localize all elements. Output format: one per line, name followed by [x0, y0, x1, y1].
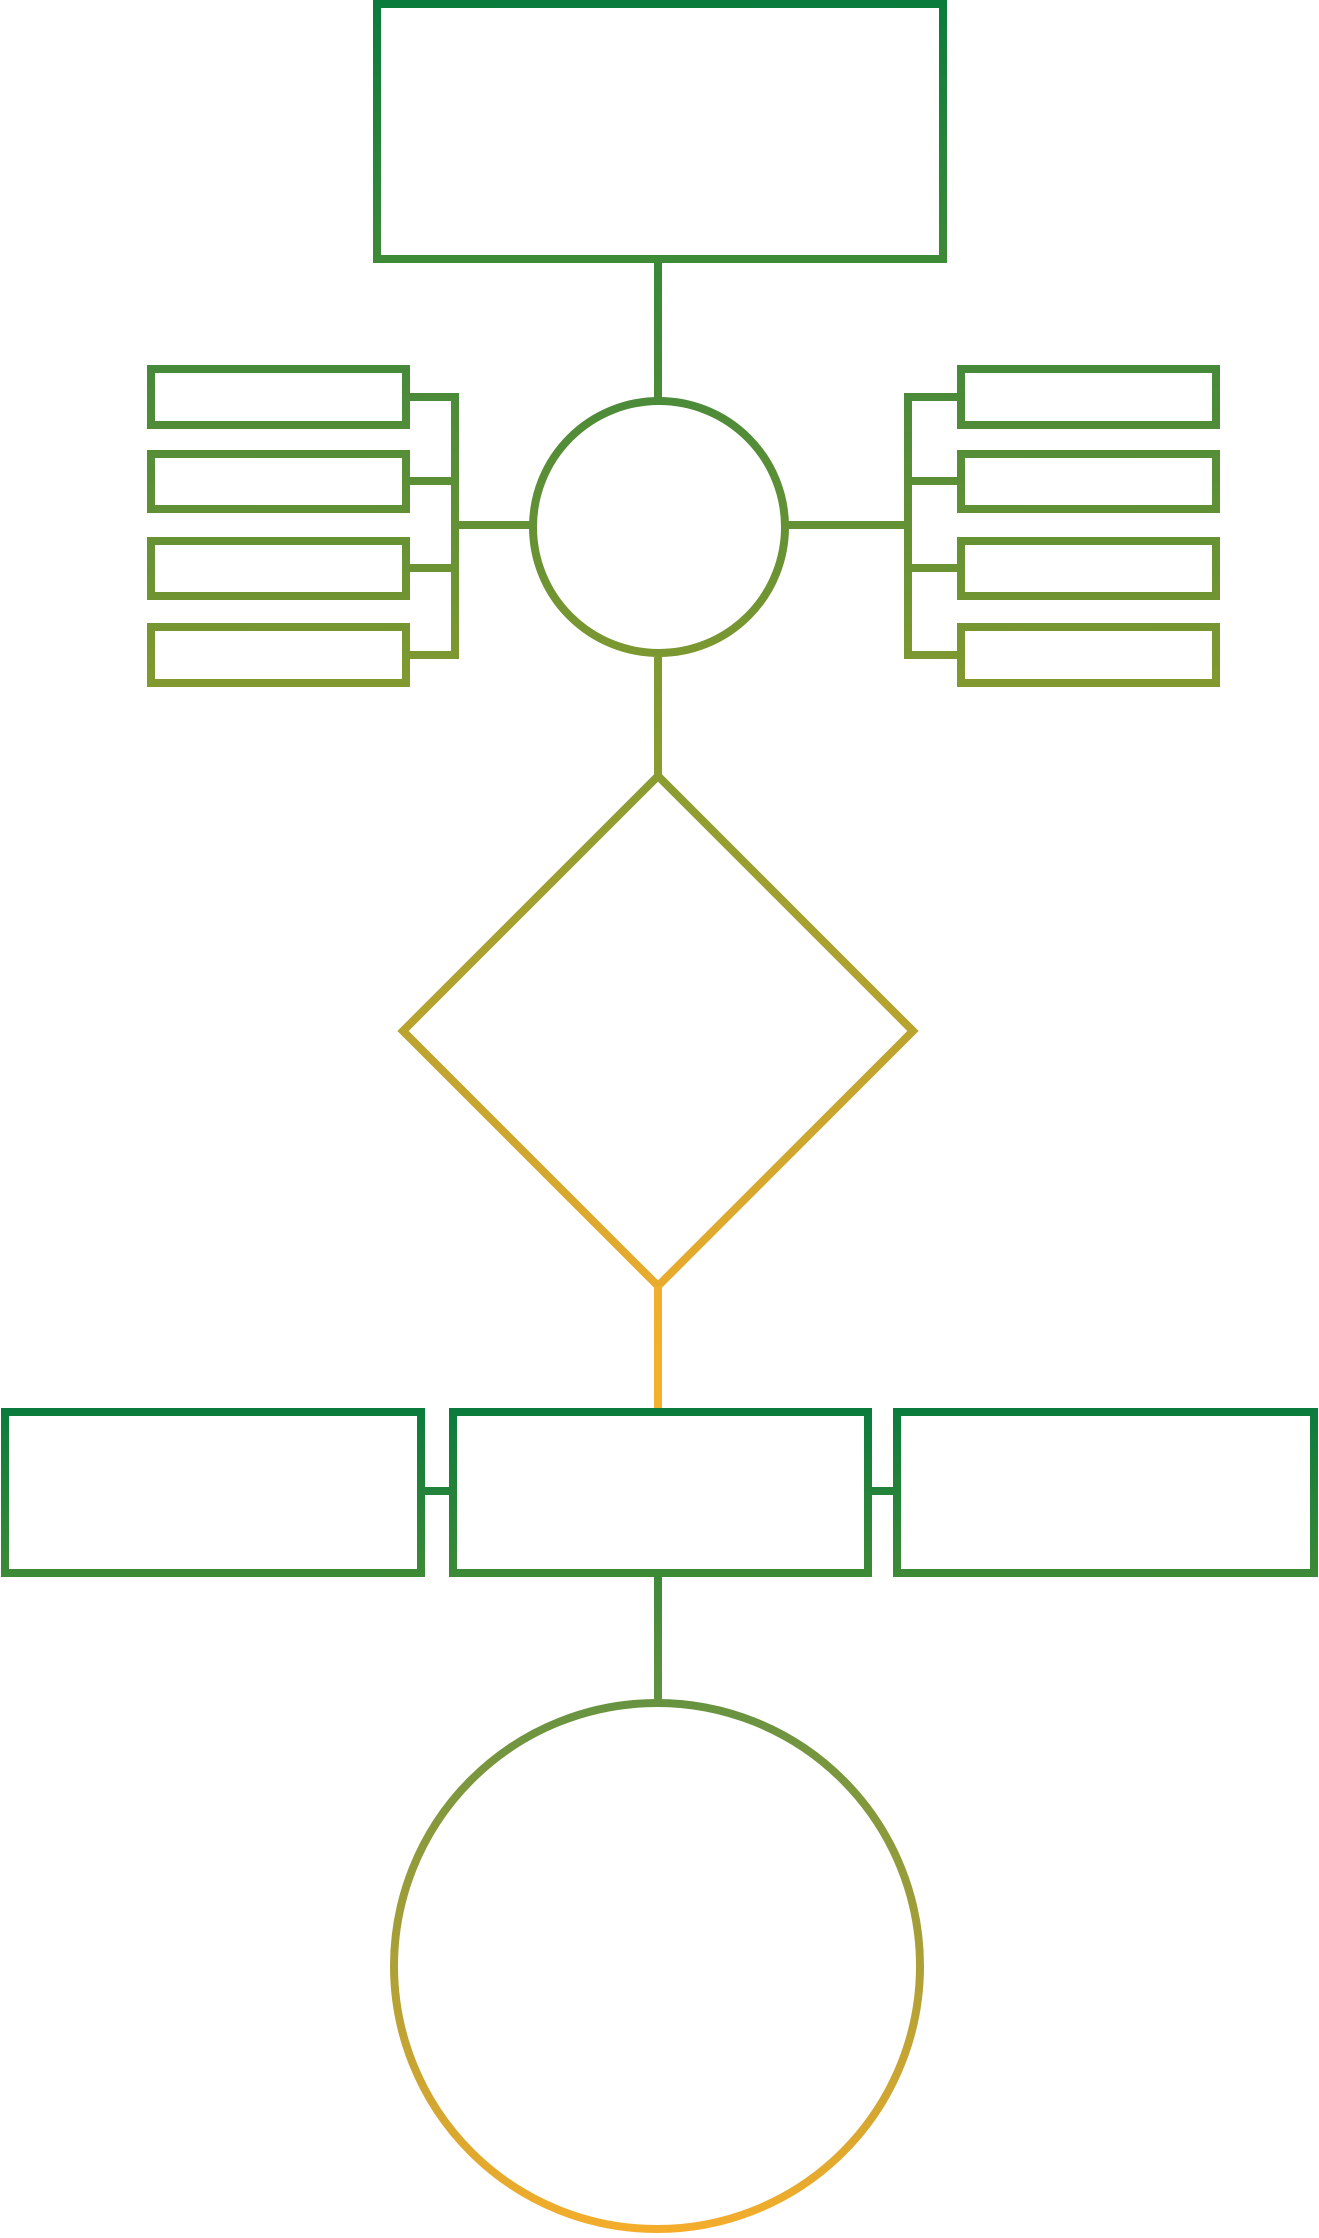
node-decision-diamond [397, 770, 919, 1292]
node-mid-right-rect [893, 1408, 1318, 1577]
node-left-rect-3 [147, 537, 410, 600]
node-right-rect-4 [957, 623, 1220, 687]
node-mid-center-rect [449, 1408, 872, 1577]
node-left-rect-2 [147, 450, 410, 513]
node-right-rect-3 [957, 537, 1220, 600]
node-left-rect-4 [147, 623, 410, 687]
node-hub-circle [529, 397, 789, 657]
node-bottom-circle [390, 1699, 924, 2233]
node-left-rect-1 [147, 365, 410, 429]
node-right-rect-1 [957, 365, 1220, 429]
node-mid-left-rect [1, 1408, 425, 1577]
node-right-rect-2 [957, 450, 1220, 513]
node-top-rect [373, 0, 947, 263]
